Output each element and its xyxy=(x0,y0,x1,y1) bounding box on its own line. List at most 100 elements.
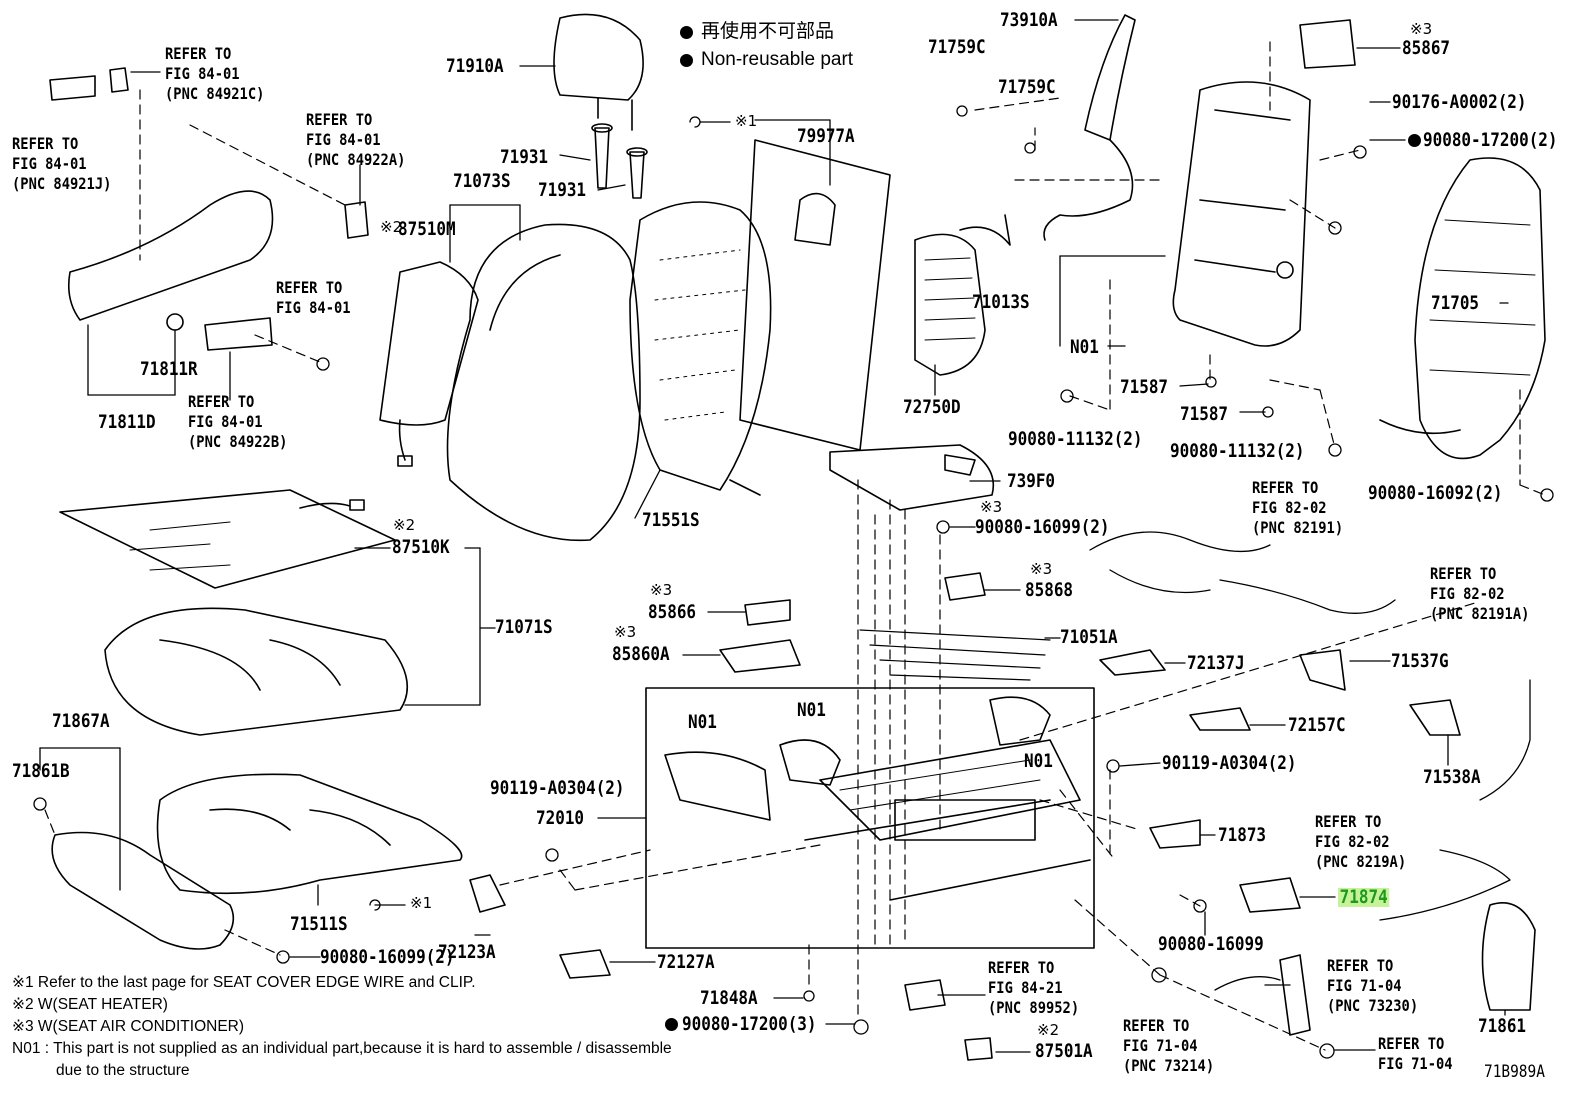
part-label[interactable]: 71861 xyxy=(1478,1015,1527,1037)
footnote-4-continued: due to the structure xyxy=(56,1062,190,1079)
seat-heater-drawing xyxy=(59,489,396,589)
part-label[interactable]: 85860A xyxy=(612,643,670,665)
refer-to-note[interactable]: REFER TO FIG 71-04 (PNC 73230) xyxy=(1327,956,1419,1015)
part-label[interactable]: 72010 xyxy=(536,807,585,829)
part-label[interactable]: 71071S xyxy=(495,616,553,638)
part-label[interactable]: 90119-A0304(2) xyxy=(490,777,625,799)
part-label[interactable]: 90080-16099 xyxy=(1158,933,1264,955)
refer-to-note[interactable]: REFER TO FIG 84-01 xyxy=(276,278,351,317)
non-reusable-dot-icon xyxy=(665,1018,678,1031)
footnotes: ※1 Refer to the last page for SEAT COVER… xyxy=(12,972,672,1082)
part-label[interactable]: 72750D xyxy=(903,396,961,418)
part-label[interactable]: 71910A xyxy=(446,55,504,77)
footnote-3: ※3 W(SEAT AIR CONDITIONER) xyxy=(12,1018,245,1035)
part-label[interactable]: 90080-16092(2) xyxy=(1368,482,1503,504)
seat-spring-drawing xyxy=(859,629,1051,681)
part-label[interactable]: 71705 xyxy=(1431,292,1480,314)
refer-to-note[interactable]: REFER TO FIG 84-01 (PNC 84922B) xyxy=(188,392,288,451)
part-label[interactable]: 85867 xyxy=(1402,37,1451,59)
part-label[interactable]: N01 xyxy=(797,699,826,721)
refer-to-note[interactable]: REFER TO FIG 82-02 (PNC 8219A) xyxy=(1315,812,1407,871)
seat-adjuster-drawing xyxy=(804,739,1091,901)
wire-harness-drawing xyxy=(1089,531,1531,991)
note-marker-1: ※1 xyxy=(735,112,758,130)
refer-to-note[interactable]: REFER TO FIG 84-01 (PNC 84921C) xyxy=(165,44,265,103)
part-label[interactable]: 71931 xyxy=(500,146,549,168)
part-label[interactable]: 72137J xyxy=(1187,652,1245,674)
note-marker-2: ※2 xyxy=(1037,1021,1060,1039)
part-label[interactable]: 71073S xyxy=(453,170,511,192)
part-label[interactable]: 71551S xyxy=(642,509,700,531)
refer-to-note[interactable]: REFER TO FIG 82-02 (PNC 82191A) xyxy=(1430,564,1530,623)
part-label[interactable]: 90080-11132(2) xyxy=(1008,428,1143,450)
refer-to-note[interactable]: REFER TO FIG 82-02 (PNC 82191) xyxy=(1252,478,1344,537)
part-label[interactable]: 71587 xyxy=(1180,403,1229,425)
part-label[interactable]: 73910A xyxy=(1000,9,1058,31)
part-label[interactable]: 90080-17200(3) xyxy=(682,1013,817,1035)
part-label[interactable]: 90080-16099(2) xyxy=(975,516,1110,538)
part-label[interactable]: 85866 xyxy=(648,601,697,623)
seatback-pad-drawing xyxy=(629,201,772,496)
dashed-guides xyxy=(44,41,1546,1051)
legend-jp-label: 再使用不可部品 xyxy=(701,21,835,42)
bracket-drawings xyxy=(49,19,1536,1061)
legend-row-jp: 再使用不可部品 xyxy=(680,18,853,46)
part-label[interactable]: 71759C xyxy=(998,76,1056,98)
part-label[interactable]: 90080-11132(2) xyxy=(1170,440,1305,462)
footnote-2: ※2 W(SEAT HEATER) xyxy=(12,996,168,1013)
note-marker-1: ※1 xyxy=(410,894,433,912)
refer-to-note[interactable]: REFER TO FIG 84-21 (PNC 89952) xyxy=(988,958,1080,1017)
non-reusable-dot-icon xyxy=(1408,134,1421,147)
part-label[interactable]: 71873 xyxy=(1218,824,1267,846)
part-label[interactable]: 739F0 xyxy=(1007,470,1056,492)
note-marker-3: ※3 xyxy=(614,623,637,641)
note-marker-2: ※2 xyxy=(393,516,416,534)
note-marker-3: ※3 xyxy=(980,498,1003,516)
part-label[interactable]: 90080-16099(2) xyxy=(320,946,455,968)
part-label[interactable]: 71538A xyxy=(1423,766,1481,788)
seatback-cover-drawing xyxy=(446,223,641,542)
part-label[interactable]: 87510K xyxy=(392,536,450,558)
part-label[interactable]: 71759C xyxy=(928,36,986,58)
legend-row-en: Non-reusable part xyxy=(680,46,853,74)
part-label[interactable]: 90176-A0002(2) xyxy=(1392,91,1527,113)
part-label-selected[interactable]: 71874 xyxy=(1338,886,1390,908)
part-label[interactable]: 72123A xyxy=(438,941,496,963)
part-label[interactable]: 71931 xyxy=(538,179,587,201)
part-label[interactable]: 87510M xyxy=(398,218,456,240)
refer-to-note[interactable]: REFER TO FIG 71-04 xyxy=(1378,1034,1453,1073)
part-label[interactable]: N01 xyxy=(688,711,717,733)
motor-drawing xyxy=(664,696,1051,821)
part-label[interactable]: 85868 xyxy=(1025,579,1074,601)
part-label[interactable]: 90080-17200(2) xyxy=(1423,129,1558,151)
seat-cushion-pad-drawing xyxy=(156,773,463,895)
part-label[interactable]: 72127A xyxy=(657,951,715,973)
part-label[interactable]: 87501A xyxy=(1035,1040,1093,1062)
part-label[interactable]: 71051A xyxy=(1060,626,1118,648)
part-label[interactable]: 71867A xyxy=(52,710,110,732)
cushion-side-frame-drawing xyxy=(67,190,274,331)
part-label[interactable]: 71013S xyxy=(972,291,1030,313)
seat-side-shield-drawing xyxy=(51,831,235,950)
note-marker-3: ※3 xyxy=(1410,20,1433,38)
part-label[interactable]: N01 xyxy=(1024,750,1053,772)
part-label[interactable]: 90119-A0304(2) xyxy=(1162,752,1297,774)
note-marker-3: ※3 xyxy=(650,581,673,599)
part-label[interactable]: N01 xyxy=(1070,336,1099,358)
part-label[interactable]: 71537G xyxy=(1391,650,1449,672)
part-label[interactable]: 71587 xyxy=(1120,376,1169,398)
leader-lines xyxy=(39,19,1509,1053)
refer-to-note[interactable]: REFER TO FIG 71-04 (PNC 73214) xyxy=(1123,1016,1215,1075)
part-label[interactable]: 71811D xyxy=(98,411,156,433)
lumbar-support-drawing xyxy=(914,214,1011,376)
refer-to-note[interactable]: REFER TO FIG 84-01 (PNC 84921J) xyxy=(12,134,112,193)
part-label[interactable]: 72157C xyxy=(1288,714,1346,736)
part-label[interactable]: 79977A xyxy=(797,125,855,147)
part-label[interactable]: 71811R xyxy=(140,358,198,380)
refer-to-note[interactable]: REFER TO FIG 84-01 (PNC 84922A) xyxy=(306,110,406,169)
part-label[interactable]: 71511S xyxy=(290,913,348,935)
part-label[interactable]: 71848A xyxy=(700,987,758,1009)
part-label[interactable]: 71861B xyxy=(12,760,70,782)
fastener-drawings xyxy=(33,105,1554,1059)
